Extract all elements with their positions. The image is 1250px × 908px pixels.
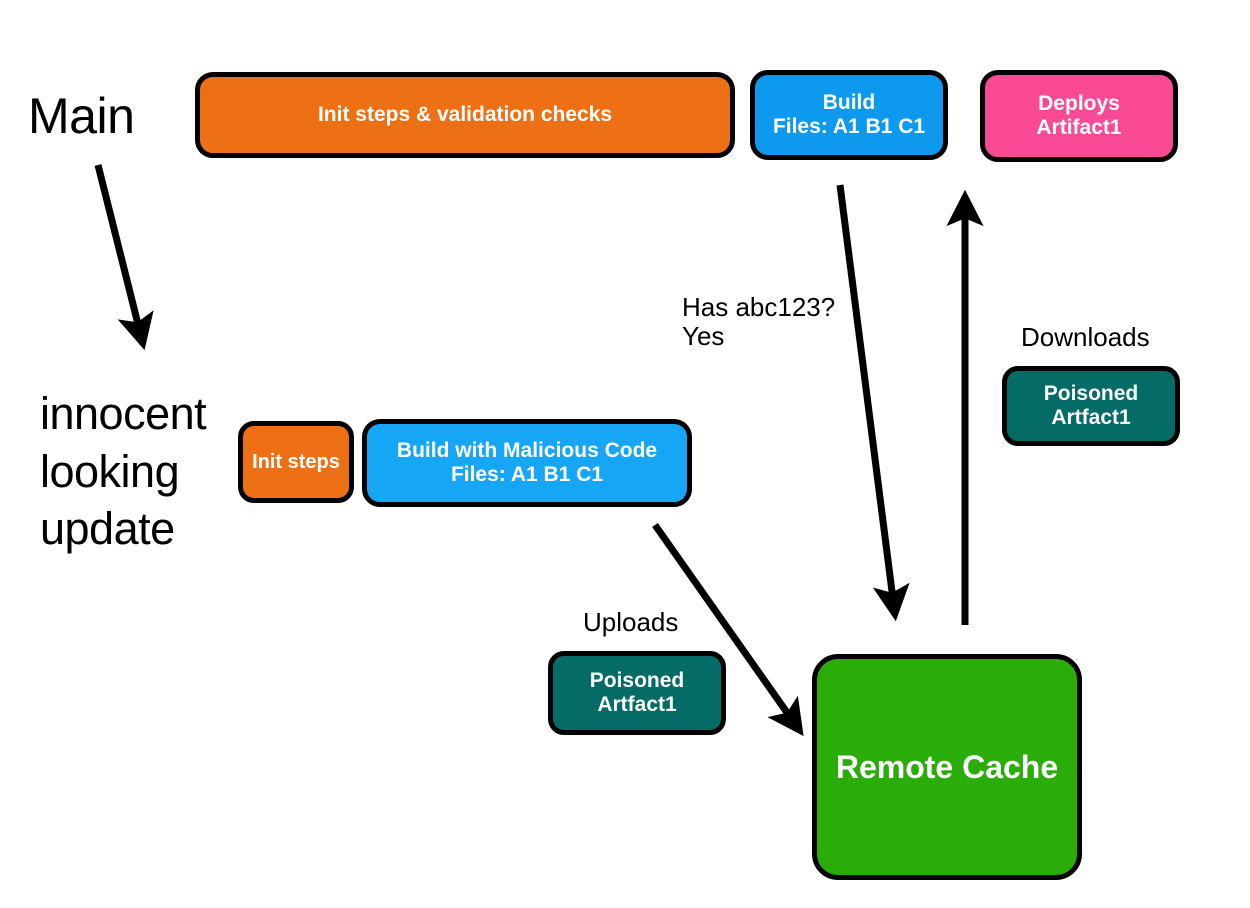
node-build-with-malicious-code[interactable]: Build with Malicious Code Files: A1 B1 C…: [362, 419, 692, 507]
edge-label-downloads: Downloads: [1021, 322, 1150, 352]
edge-label-uploads: Uploads: [583, 607, 679, 637]
node-deploys-artifact[interactable]: Deploys Artifact1: [980, 70, 1178, 162]
node-init-steps[interactable]: Init steps: [238, 421, 354, 503]
node-poisoned-artifact-upload[interactable]: Poisoned Artfact1: [548, 651, 726, 735]
arrow-build-main-to-remote-cache: [836, 184, 910, 622]
arrow-main-to-feature-branch: [94, 164, 154, 351]
branch-label-feature: innocent looking update: [40, 388, 207, 555]
branch-label-main: Main: [28, 88, 135, 144]
node-build-main[interactable]: Build Files: A1 B1 C1: [750, 70, 948, 160]
node-remote-cache[interactable]: Remote Cache: [812, 654, 1082, 880]
node-poisoned-artifact-download[interactable]: Poisoned Artfact1: [1002, 366, 1180, 446]
node-init-steps-and-validation-checks[interactable]: Init steps & validation checks: [195, 72, 735, 158]
edge-label-cache-query: Has abc123? Yes: [682, 292, 836, 352]
